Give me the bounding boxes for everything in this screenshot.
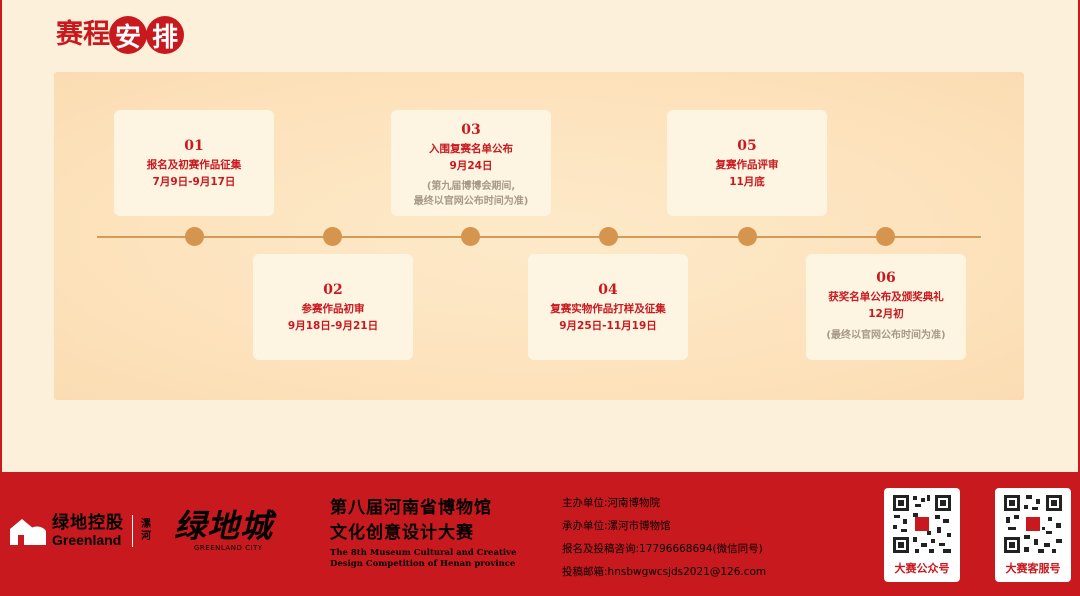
competition-en-line2: Design Competition of Henan province [330,559,516,569]
organizer-info: 主办单位:河南博物院 承办单位:漯河市博物馆 报名及投稿咨询:177966686… [562,492,766,584]
step-label: 入围复赛名单公布 [429,143,513,155]
step-label: 复赛实物作品打样及征集 [550,303,666,315]
timeline-dot-2 [323,227,342,246]
greenland-house-icon [10,519,46,545]
step-date: 11月底 [729,176,765,188]
competition-title-line1: 第八届河南省博物馆 [330,498,492,518]
qr-code-icon [1002,493,1064,555]
contact-phone: 报名及投稿咨询:17796668694(微信同号) [562,543,763,555]
step-number: 05 [737,138,757,154]
greenland-en: Greenland [52,532,122,548]
step-date: 9月24日 [449,160,493,172]
timeline-dot-4 [599,227,618,246]
qr-official-account: 大赛公众号 [884,488,960,582]
section-title: 赛程 安 排 [56,14,184,56]
step-number: 06 [876,270,896,286]
page-frame [0,0,1080,472]
step-number: 02 [323,282,343,298]
competition-title: 第八届河南省博物馆 文化创意设计大赛 The 8th Museum Cultur… [330,496,516,570]
step-note: 最终以官网公布时间为准) [413,196,529,207]
timeline-dot-6 [876,227,895,246]
step-note: (第九届博博会期间, [426,181,516,192]
timeline-line [97,236,981,238]
step-number: 03 [461,122,481,138]
step-card-02: 02 参赛作品初审 9月18日-9月21日 [253,254,413,360]
step-label: 复赛作品评审 [715,159,779,171]
logo-divider [132,515,133,547]
step-date: 7月9日-9月17日 [152,176,236,188]
step-card-04: 04 复赛实物作品打样及征集 9月25日-11月19日 [528,254,688,360]
step-number: 01 [184,138,204,154]
step-date: 12月初 [868,308,904,320]
qr-caption: 大赛公众号 [894,562,950,575]
organizer-host: 主办单位:河南博物院 [562,497,661,509]
contact-email: 投稿邮箱:hnsbwgwcsjds2021@126.com [562,566,767,578]
organizer-undertaker: 承办单位:漯河市博物馆 [562,520,671,532]
title-circle-1: 安 [109,16,147,54]
step-card-05: 05 复赛作品评审 11月底 [667,110,827,216]
step-note: (最终以官网公布时间为准) [826,330,946,341]
greenland-city-logo: 绿地城 GREENLAND CITY [174,508,273,552]
qr-customer-service: 大赛客服号 [995,488,1071,582]
timeline-dot-5 [738,227,757,246]
qr-caption: 大赛客服号 [1005,562,1061,575]
greenland-cn: 绿地控股 [52,513,124,533]
city-cn: 绿地城 [174,507,274,545]
step-label: 获奖名单公布及颁奖典礼 [828,291,944,303]
title-circle-2: 排 [146,16,184,54]
step-card-03: 03 入围复赛名单公布 9月24日 (第九届博博会期间, 最终以官网公布时间为准… [391,110,551,216]
title-text: 赛程 [56,19,110,50]
competition-title-line2: 文化创意设计大赛 [330,523,474,543]
step-date: 9月18日-9月21日 [287,320,379,332]
step-date: 9月25日-11月19日 [559,320,657,332]
competition-en-line1: The 8th Museum Cultural and Creative [330,548,517,558]
timeline-dot-3 [461,227,480,246]
city-en: GREENLAND CITY [194,544,263,552]
luohe-label: 漯河 [141,519,151,542]
greenland-logo: 绿地控股 Greenland 漯河 [8,514,153,548]
step-card-01: 01 报名及初赛作品征集 7月9日-9月17日 [114,110,274,216]
step-label: 参赛作品初审 [301,303,365,315]
step-number: 04 [598,282,618,298]
qr-code-icon [891,493,953,555]
timeline-dot-1 [185,227,204,246]
step-label: 报名及初赛作品征集 [146,159,242,171]
step-card-06: 06 获奖名单公布及颁奖典礼 12月初 (最终以官网公布时间为准) [806,254,966,360]
